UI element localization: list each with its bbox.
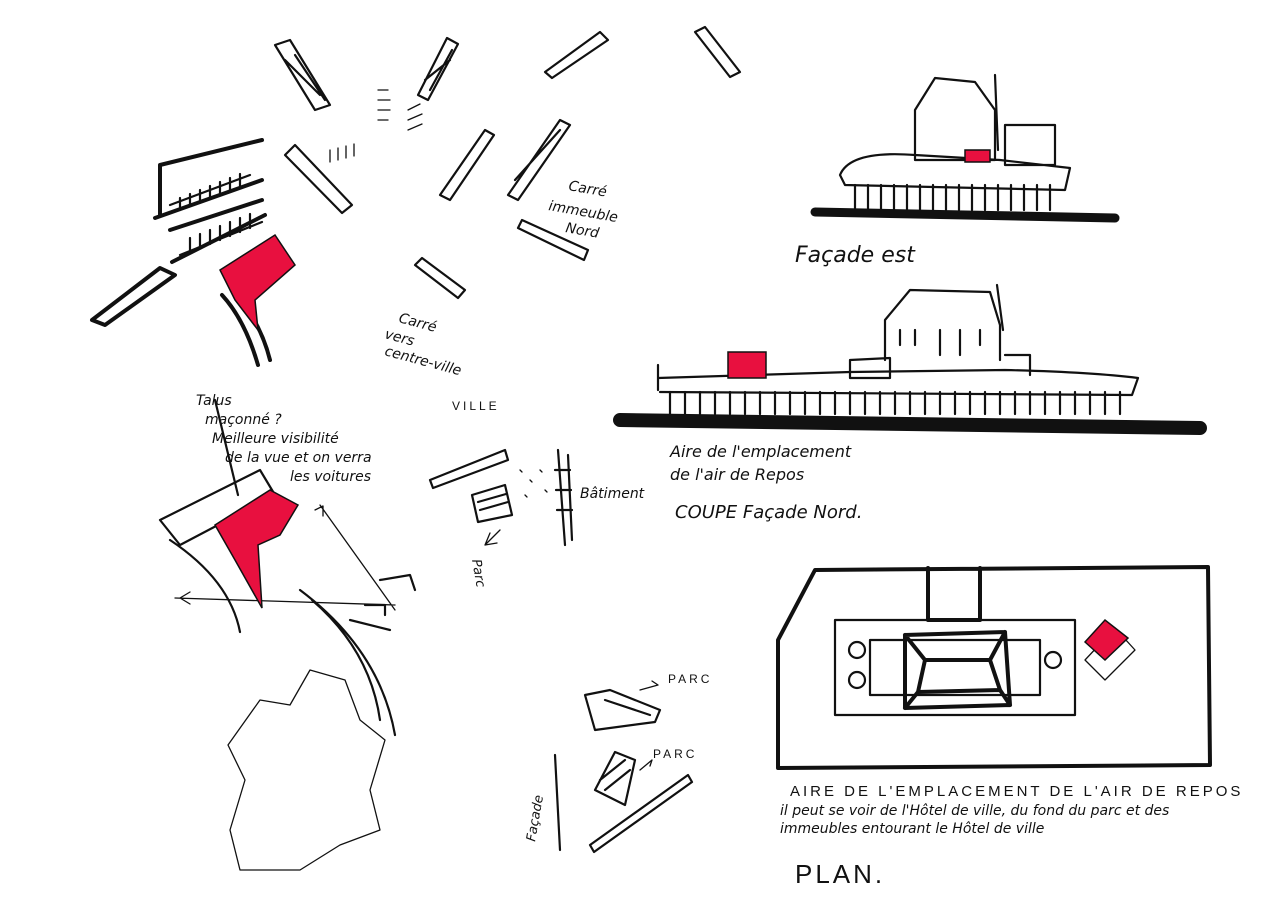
label-carre-centre-3: centre-ville — [383, 343, 463, 379]
site-sketch-top — [90, 138, 296, 367]
label-carre-nord-2: immeuble — [547, 198, 619, 226]
label-facade-vertical: Façade — [524, 794, 547, 843]
label-parc-2: PARC — [653, 747, 697, 761]
label-talus: Talus — [196, 393, 232, 409]
facade-est-drawing — [810, 73, 1120, 223]
plan-caption-1: il peut se voir de l'Hôtel de ville, du … — [780, 803, 1169, 819]
label-visibilite-2: de la vue et on verra — [225, 450, 372, 466]
label-parc-1: PARC — [668, 672, 712, 686]
label-aire-2: de l'air de Repos — [670, 465, 804, 484]
middle-sketches — [428, 448, 694, 854]
red-zone-facade-est — [964, 149, 991, 163]
label-parc-small: Parc — [468, 558, 488, 588]
plan-caption-2: immeubles entourant le Hôtel de ville — [780, 821, 1044, 837]
red-zone-site-mid — [213, 489, 300, 609]
label-facade-est: Façade est — [795, 243, 916, 268]
label-plan: PLAN. — [795, 859, 885, 889]
red-zone-plan — [1083, 618, 1130, 662]
label-carre-centre-2: vers — [383, 326, 416, 349]
red-zone-site-top — [219, 233, 296, 333]
label-carre-nord-3: Nord — [564, 220, 600, 242]
annotations: Façade est Aire de l'emplacement de l'ai… — [196, 178, 1243, 889]
label-visibilite-3: les voitures — [290, 469, 371, 485]
label-visibilite-1: Meilleure visibilité — [212, 431, 339, 447]
label-aire-1: Aire de l'emplacement — [669, 442, 852, 461]
block-studies — [273, 25, 742, 300]
label-ville: VILLE — [452, 399, 500, 413]
label-coupe: COUPE Façade Nord. — [675, 502, 862, 523]
red-zone-coupe — [727, 351, 767, 379]
label-carre-nord-1: Carré — [567, 178, 608, 201]
coupe-facade-nord-drawing — [613, 283, 1207, 435]
plan-drawing — [776, 565, 1212, 770]
label-batiment: Bâtiment — [580, 486, 645, 502]
site-sketch-mid — [158, 398, 417, 871]
label-maconne: maçonné ? — [205, 412, 282, 428]
plan-caption-caps: AIRE DE L'EMPLACEMENT DE L'AIR DE REPOS — [790, 783, 1243, 800]
